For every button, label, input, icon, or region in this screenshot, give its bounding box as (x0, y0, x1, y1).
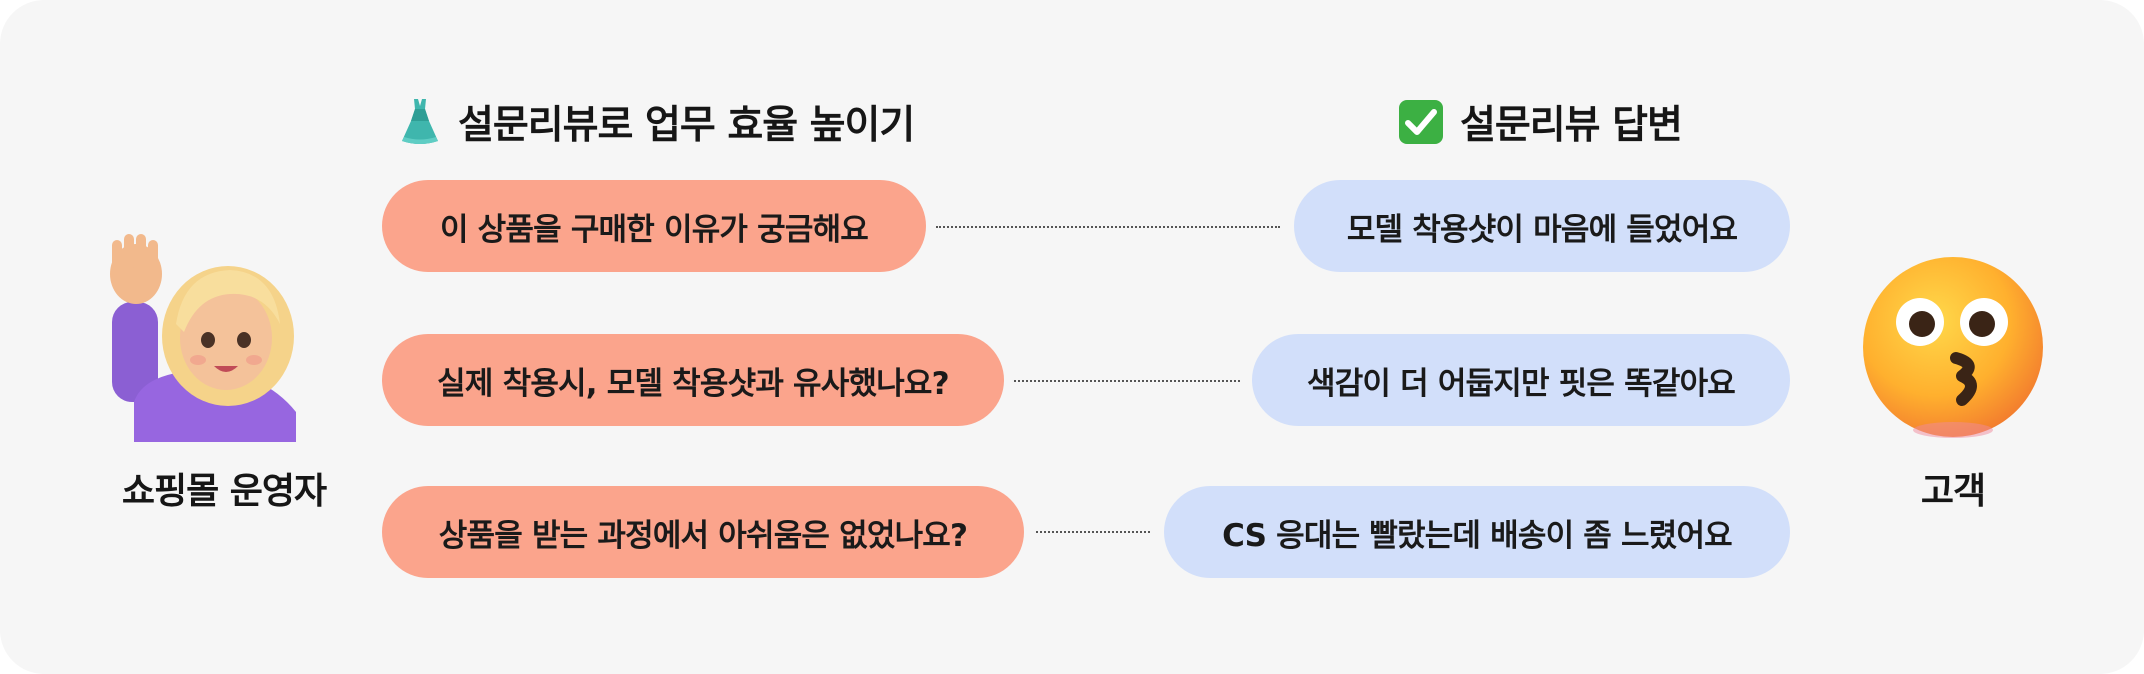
survey-answer-pill: 색감이 더 어둡지만 핏은 똑같아요 (1252, 334, 1790, 426)
woman-raising-hand-icon (104, 232, 296, 442)
connector-line (1036, 531, 1150, 533)
kissing-face-icon (1860, 254, 2046, 440)
check-mark-button-icon (1398, 99, 1444, 145)
heading-text: 설문리뷰 답변 (1460, 103, 1683, 148)
connector-line (1014, 380, 1240, 382)
survey-question-pill: 상품을 받는 과정에서 아쉬움은 없었나요? (382, 486, 1024, 578)
survey-answers-heading: 설문리뷰 답변 (1398, 96, 1683, 148)
survey-questions-heading: 설문리뷰로 업무 효율 높이기 (398, 96, 915, 148)
seller-label: 쇼핑몰 운영자 (121, 471, 327, 512)
connector-line (936, 226, 1280, 228)
customer-label: 고객 (1920, 471, 1986, 512)
survey-answer-pill: 모델 착용샷이 마음에 들었어요 (1294, 180, 1790, 272)
dress-icon (398, 97, 442, 147)
survey-question-pill: 실제 착용시, 모델 착용샷과 유사했나요? (382, 334, 1004, 426)
survey-question-pill: 이 상품을 구매한 이유가 궁금해요 (382, 180, 926, 272)
survey-answer-pill: CS 응대는 빨랐는데 배송이 좀 느렸어요 (1164, 486, 1790, 578)
heading-text: 설문리뷰로 업무 효율 높이기 (458, 103, 915, 148)
